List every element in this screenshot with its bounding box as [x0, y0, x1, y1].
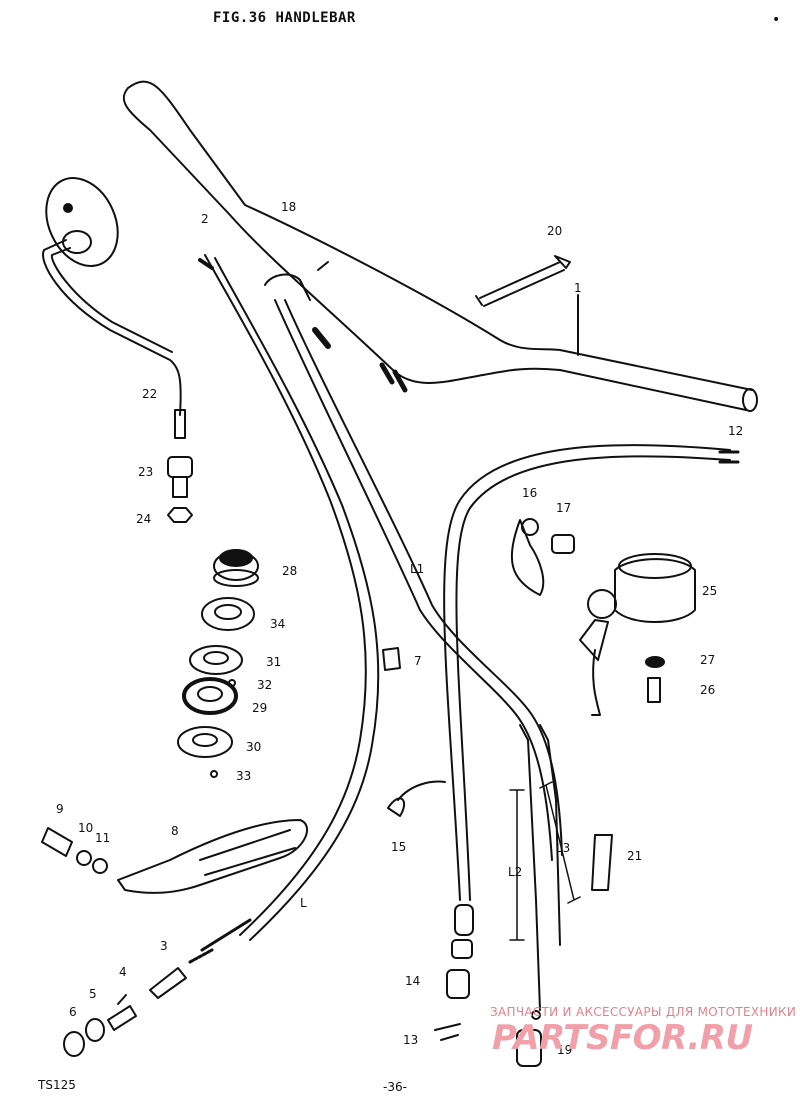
part-label-19: 19: [557, 1043, 573, 1057]
dimension-marks: [509, 781, 581, 941]
part-label-20: 20: [547, 224, 563, 238]
part-label-30: 30: [246, 740, 262, 754]
part-label-27: 27: [700, 653, 716, 667]
part-label-33: 33: [236, 769, 252, 783]
part-label-6: 6: [69, 1005, 77, 1019]
part-label-2: 2: [201, 212, 209, 226]
lever-assembly: [41, 647, 613, 894]
model-code: TS125: [38, 1078, 76, 1092]
part-label-16: 16: [522, 486, 538, 500]
part-label-21: 21: [627, 849, 643, 863]
watermark-logo: PARTSFOR.RU: [492, 1018, 753, 1058]
part-label-24: 24: [136, 512, 152, 526]
throttle-cable: [188, 254, 380, 964]
throttle-parts-stack: [177, 549, 259, 778]
part-label-13: 13: [403, 1033, 419, 1047]
part-label-25: 25: [702, 584, 718, 598]
cable-length-L2: L2: [508, 865, 523, 879]
part-label-32: 32: [257, 678, 273, 692]
part-label-11: 11: [95, 831, 111, 845]
part-label-9: 9: [56, 802, 64, 816]
ignition-switch: [510, 518, 696, 716]
part-label-12: 12: [728, 424, 744, 438]
choke-lever: [264, 255, 571, 307]
control-cables: [274, 299, 740, 1011]
part-label-23: 23: [138, 465, 154, 479]
part-label-8: 8: [171, 824, 179, 838]
cable-adjuster: [434, 904, 542, 1067]
figure-title: FIG.36 HANDLEBAR: [213, 10, 356, 26]
mirror-adaptor: [167, 456, 193, 523]
part-label-17: 17: [556, 501, 572, 515]
part-label-15: 15: [391, 840, 407, 854]
part-label-4: 4: [119, 965, 127, 979]
part-label-10: 10: [78, 821, 94, 835]
part-label-28: 28: [282, 564, 298, 578]
throttle-grip-parts: [63, 967, 187, 1057]
cable-length-L: L: [300, 896, 307, 910]
mirror-assembly: [42, 177, 186, 439]
part-label-7: 7: [414, 654, 422, 668]
part-label-26: 26: [700, 683, 716, 697]
page-number: -36-: [383, 1080, 407, 1094]
part-label-14: 14: [405, 974, 421, 988]
cable-length-L3: L3: [556, 841, 571, 855]
part-label-5: 5: [89, 987, 97, 1001]
part-label-18: 18: [281, 200, 297, 214]
part-label-31: 31: [266, 655, 282, 669]
corner-mark: •: [772, 12, 781, 28]
part-label-29: 29: [252, 701, 268, 715]
handlebar-tube: [122, 80, 758, 412]
part-label-22: 22: [142, 387, 158, 401]
part-label-34: 34: [270, 617, 286, 631]
cable-length-L1: L1: [410, 562, 425, 576]
part-label-1: 1: [574, 281, 582, 295]
watermark-tagline: ЗАПЧАСТИ И АКСЕССУАРЫ ДЛЯ МОТОТЕХНИКИ: [490, 1005, 797, 1019]
part-label-3: 3: [160, 939, 168, 953]
